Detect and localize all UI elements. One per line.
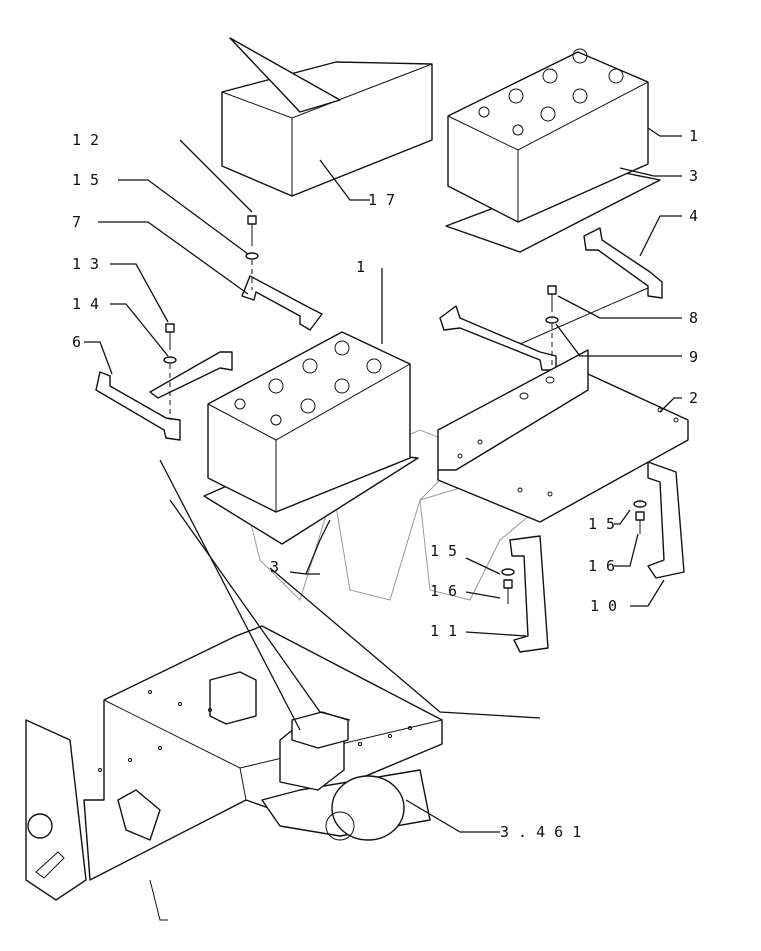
- callout-3-middle: 3: [270, 558, 279, 576]
- battery-top-right: [445, 48, 661, 253]
- support-plate: [437, 349, 689, 523]
- callout-9: 9: [689, 348, 698, 366]
- callout-1-middle: 1: [356, 258, 365, 276]
- bracket-4: [583, 227, 663, 299]
- leader-lines: [84, 127, 682, 833]
- callout-7: 7: [72, 213, 81, 231]
- battery-cover: [221, 37, 433, 197]
- bracket-7: [241, 275, 323, 331]
- callout-10: 1 0: [590, 597, 617, 615]
- callout-6: 6: [72, 333, 81, 351]
- callout-15-center: 1 5: [430, 542, 457, 560]
- callout-8: 8: [689, 309, 698, 327]
- callout-2: 2: [689, 389, 698, 407]
- bolt-12: [245, 215, 259, 290]
- callout-1-top: 1: [689, 127, 698, 145]
- support-11: [509, 535, 549, 653]
- callout-4: 4: [689, 207, 698, 225]
- callout-15-right: 1 5: [588, 515, 615, 533]
- callout-11: 1 1: [430, 622, 457, 640]
- callout-17: 1 7: [368, 191, 395, 209]
- battery-front: [203, 331, 419, 545]
- callout-13: 1 3: [72, 255, 99, 273]
- bolt-16-left: [501, 568, 515, 604]
- callout-3-461: 3 . 4 6 1: [500, 823, 581, 841]
- callout-16-center: 1 6: [430, 582, 457, 600]
- callout-15-left: 1 5: [72, 171, 99, 189]
- callout-12: 1 2: [72, 131, 99, 149]
- bolt-16-right: [633, 500, 647, 534]
- callout-14: 1 4: [72, 295, 99, 313]
- callout-16-right: 1 6: [588, 557, 615, 575]
- callout-3-top: 3: [689, 167, 698, 185]
- bracket-8-9: [439, 287, 649, 371]
- support-10: [647, 461, 685, 579]
- machine-chassis: [25, 625, 443, 921]
- bolt-13: [163, 323, 177, 420]
